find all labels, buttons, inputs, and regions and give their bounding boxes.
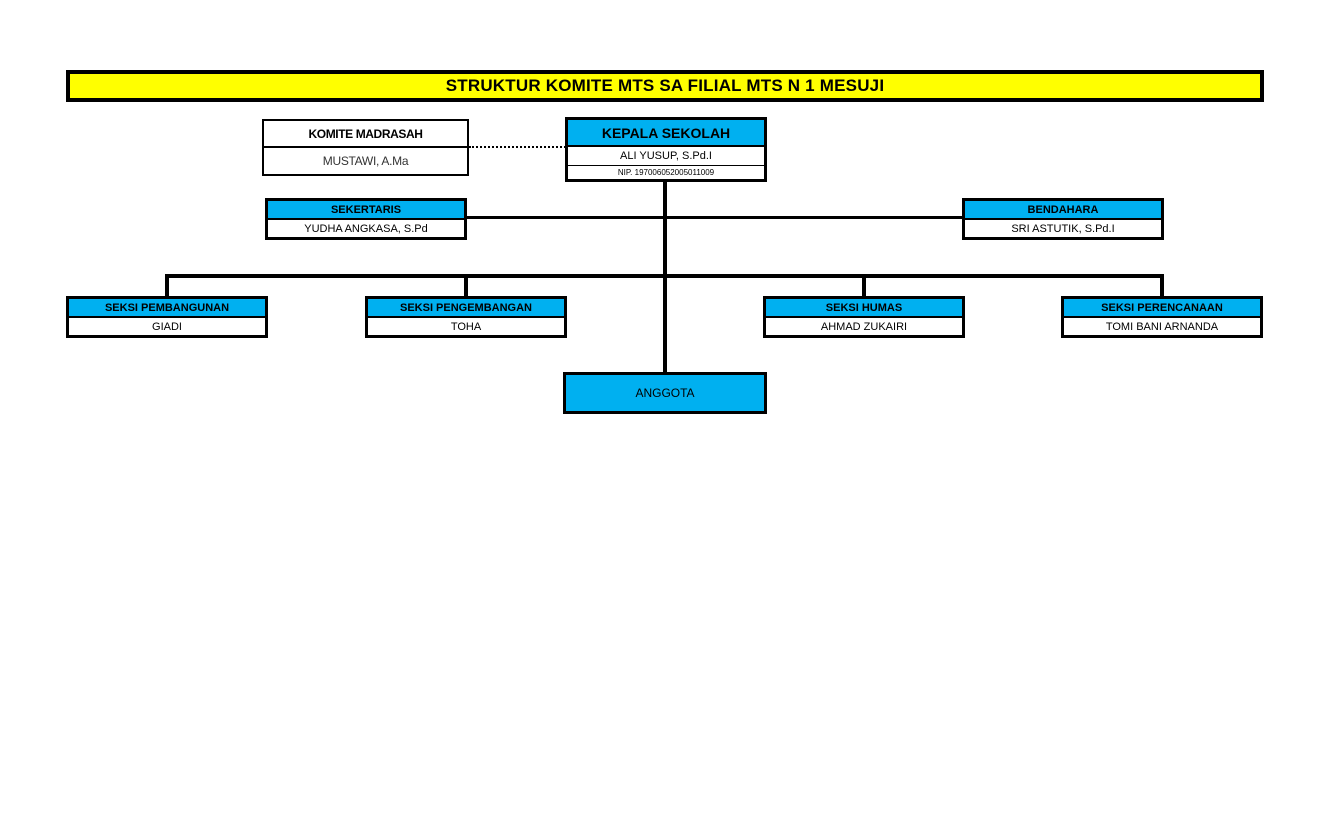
connector-seksi-1 xyxy=(165,274,169,298)
kepala-label: KEPALA SEKOLAH xyxy=(568,120,764,147)
kepala-nip: NIP. 197006052005011009 xyxy=(617,168,715,177)
connector-seksi-3 xyxy=(862,274,866,298)
komite-name: MUSTAWI, A.Ma xyxy=(322,154,409,168)
bendahara-label: BENDAHARA xyxy=(965,201,1161,220)
kepala-name: ALI YUSUP, S.Pd.I xyxy=(568,147,764,166)
bendahara-name: SRI ASTUTIK, S.Pd.I xyxy=(1011,222,1115,235)
seksi-pembangunan-box: SEKSI PEMBANGUNAN GIADI xyxy=(66,296,268,338)
connector-komite-dotted xyxy=(469,146,566,148)
connector-seksi-2 xyxy=(464,274,468,298)
sekertaris-box: SEKERTARIS YUDHA ANGKASA, S.Pd xyxy=(265,198,467,240)
connector-seksi-4 xyxy=(1160,274,1164,298)
seksi-label: SEKSI PEMBANGUNAN xyxy=(69,299,265,318)
seksi-name: TOHA xyxy=(450,320,482,333)
komite-madrasah-box: KOMITE MADRASAH MUSTAWI, A.Ma xyxy=(262,119,469,176)
connector-seksi-horizontal xyxy=(165,274,1164,278)
seksi-humas-box: SEKSI HUMAS AHMAD ZUKAIRI xyxy=(763,296,965,338)
seksi-label: SEKSI PENGEMBANGAN xyxy=(368,299,564,318)
seksi-pengembangan-box: SEKSI PENGEMBANGAN TOHA xyxy=(365,296,567,338)
kepala-sekolah-box: KEPALA SEKOLAH ALI YUSUP, S.Pd.I NIP. 19… xyxy=(565,117,767,182)
seksi-name: GIADI xyxy=(152,320,182,333)
seksi-label: SEKSI PERENCANAAN xyxy=(1064,299,1260,318)
connector-sekertaris-bendahara xyxy=(466,216,964,219)
sekertaris-name: YUDHA ANGKASA, S.Pd xyxy=(304,222,428,235)
anggota-box: ANGGOTA xyxy=(563,372,767,414)
seksi-name: AHMAD ZUKAIRI xyxy=(820,320,908,333)
chart-title: STRUKTUR KOMITE MTS SA FILIAL MTS N 1 ME… xyxy=(66,70,1264,102)
bendahara-box: BENDAHARA SRI ASTUTIK, S.Pd.I xyxy=(962,198,1164,240)
sekertaris-label: SEKERTARIS xyxy=(268,201,464,220)
seksi-perencanaan-box: SEKSI PERENCANAAN TOMI BANI ARNANDA xyxy=(1061,296,1263,338)
seksi-label: SEKSI HUMAS xyxy=(766,299,962,318)
komite-label: KOMITE MADRASAH xyxy=(264,121,467,148)
seksi-name: TOMI BANI ARNANDA xyxy=(1105,320,1219,333)
